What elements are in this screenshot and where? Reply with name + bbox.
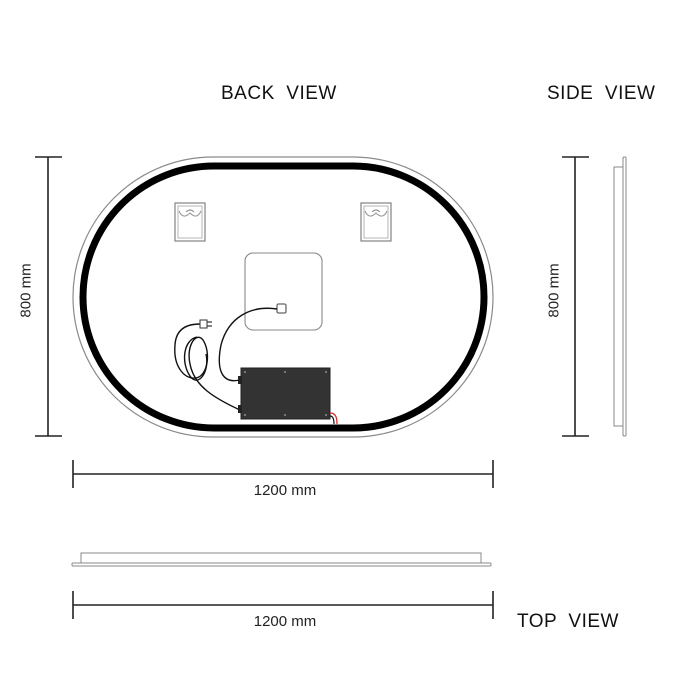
mirror-outline	[72, 156, 494, 438]
top-backing-frame	[80, 552, 482, 564]
top-view	[71, 552, 494, 619]
top-width-dimension-line	[72, 591, 494, 619]
hanging-bracket-left	[174, 202, 206, 242]
back-view	[35, 156, 494, 488]
top-width-label: 1200 mm	[253, 613, 317, 630]
touch-panel	[244, 252, 323, 331]
back-height-dimension-line	[35, 156, 62, 437]
sensor-wire	[218, 307, 278, 382]
side-backing-frame	[613, 166, 624, 427]
side-height-label: 800 mm	[545, 263, 563, 318]
back-width-dimension-line	[72, 460, 494, 488]
power-plug-icon	[199, 319, 212, 329]
led-wires	[329, 412, 338, 425]
side-view-title: SIDE VIEW	[547, 83, 656, 104]
power-cord	[174, 323, 241, 411]
back-height-label: 800 mm	[17, 263, 35, 318]
side-height-dimension-line	[562, 156, 589, 437]
side-view	[562, 156, 627, 437]
touch-sensor-icon	[276, 303, 287, 314]
top-glass-panel	[71, 562, 492, 567]
led-strip	[79, 162, 488, 432]
back-width-label: 1200 mm	[253, 482, 317, 499]
back-view-title: BACK VIEW	[221, 83, 337, 104]
driver-box	[238, 367, 331, 420]
hanging-bracket-right	[360, 202, 392, 242]
top-view-title: TOP VIEW	[517, 611, 619, 632]
